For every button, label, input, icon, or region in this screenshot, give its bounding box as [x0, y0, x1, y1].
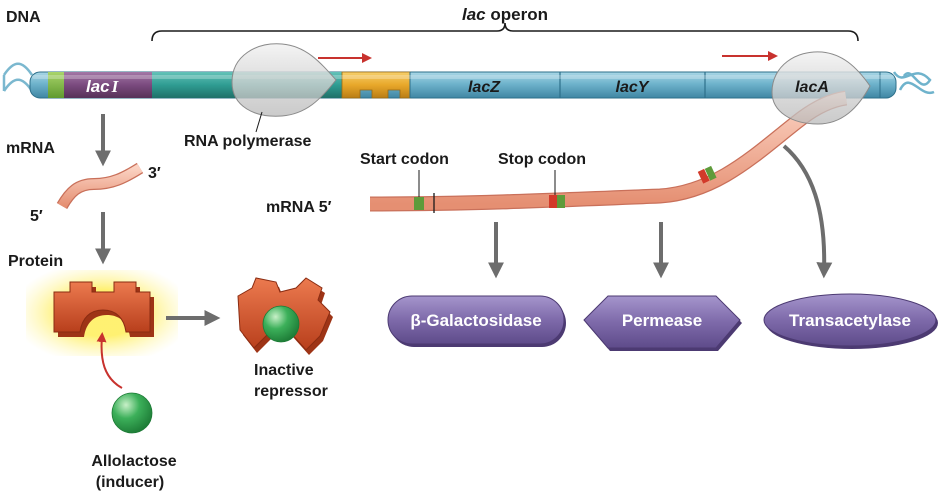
beta-galactosidase-protein: β-Galactosidase	[387, 295, 566, 347]
inducer-binding-arrow	[96, 332, 123, 389]
repressor-label: repressor	[254, 383, 328, 400]
translation-arrow-transacetylase	[782, 144, 833, 279]
operon-bracket	[151, 22, 859, 42]
three-prime-label: 3′	[148, 165, 161, 182]
transacetylase-protein: Transacetylase	[763, 293, 938, 349]
start-codon-label: Start codon	[360, 151, 449, 168]
mrna-label: mRNA	[6, 140, 55, 157]
laca-label: lacA	[795, 79, 829, 96]
permease-label: Permease	[622, 311, 702, 330]
dna-helix-left	[2, 62, 34, 92]
beta-galactosidase-label: β-Galactosidase	[410, 311, 541, 330]
dna-helix-right	[892, 71, 935, 95]
dna-green-band	[48, 72, 64, 98]
rna-polymerase-shape	[231, 43, 337, 117]
permease-protein: Permease	[583, 295, 742, 351]
rna-polymerase-laca	[771, 51, 871, 125]
codon-band-red	[697, 168, 710, 184]
start-codon-marker	[414, 197, 424, 210]
rna-polymerase-leader	[255, 111, 263, 133]
inactive-label: Inactive	[254, 362, 314, 379]
active-repressor	[53, 281, 154, 337]
stop-codon-label: Stop codon	[498, 151, 586, 168]
laci-gene	[64, 72, 152, 98]
bound-inducer-ball	[262, 305, 300, 343]
dna-label: DNA	[6, 9, 41, 26]
operon-title: lac operon	[462, 5, 548, 24]
rna-polymerase-label: RNA polymerase	[184, 133, 312, 150]
stop-codon-marker-green	[557, 195, 565, 208]
lacz-label: lacZ	[468, 79, 501, 96]
lacy-label: lacY	[616, 79, 650, 96]
five-prime-label: 5′	[30, 208, 43, 225]
allolactose-label: Allolactose	[91, 453, 176, 470]
mrna-5prime-label: mRNA 5′	[266, 199, 332, 216]
allolactose-ball	[111, 392, 153, 434]
inducer-label: (inducer)	[96, 474, 164, 491]
stop-codon-marker-red	[549, 195, 557, 208]
codon-band-green	[704, 165, 717, 181]
protein-label: Protein	[8, 253, 63, 270]
transacetylase-label: Transacetylase	[789, 311, 911, 330]
